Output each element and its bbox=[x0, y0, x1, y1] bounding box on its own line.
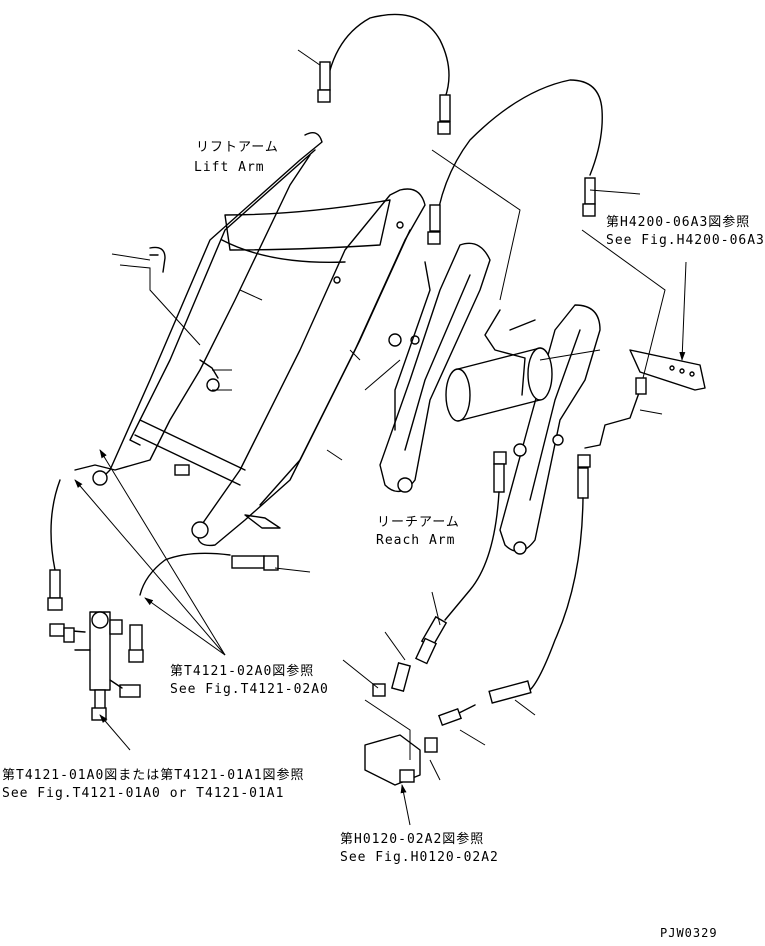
drawing-number: PJW0329 bbox=[660, 926, 718, 940]
ref-h0120-label-jp: 第H0120-02A2図参照 bbox=[340, 832, 485, 847]
ref-t4121-01-label-en: See Fig.T4121-01A0 or T4121-01A1 bbox=[2, 786, 285, 801]
reach-arm-label-jp: リーチアーム bbox=[377, 515, 460, 530]
ref-t4121-02-label-jp: 第T4121-02A0図参照 bbox=[170, 664, 315, 679]
ref-h4200-label-jp: 第H4200-06A3図参照 bbox=[606, 215, 751, 230]
lift-arm bbox=[74, 132, 426, 547]
reference-arrows bbox=[74, 261, 687, 826]
reach-arm bbox=[379, 242, 706, 555]
lift-arm-label-jp: リフトアーム bbox=[196, 140, 279, 155]
hoses-top bbox=[317, 13, 603, 245]
ref-t4121-01-label-jp: 第T4121-01A0図または第T4121-01A1図参照 bbox=[2, 768, 305, 783]
cylinder-assembly bbox=[47, 479, 279, 721]
ref-h4200-label-en: See Fig.H4200-06A3 bbox=[606, 233, 765, 248]
reach-arm-label-en: Reach Arm bbox=[376, 533, 456, 548]
ref-h0120-label-en: See Fig.H0120-02A2 bbox=[340, 850, 499, 865]
ref-t4121-02-label-en: See Fig.T4121-02A0 bbox=[170, 682, 329, 697]
hoses-lower bbox=[364, 451, 591, 786]
lift-arm-label-en: Lift Arm bbox=[194, 160, 265, 175]
